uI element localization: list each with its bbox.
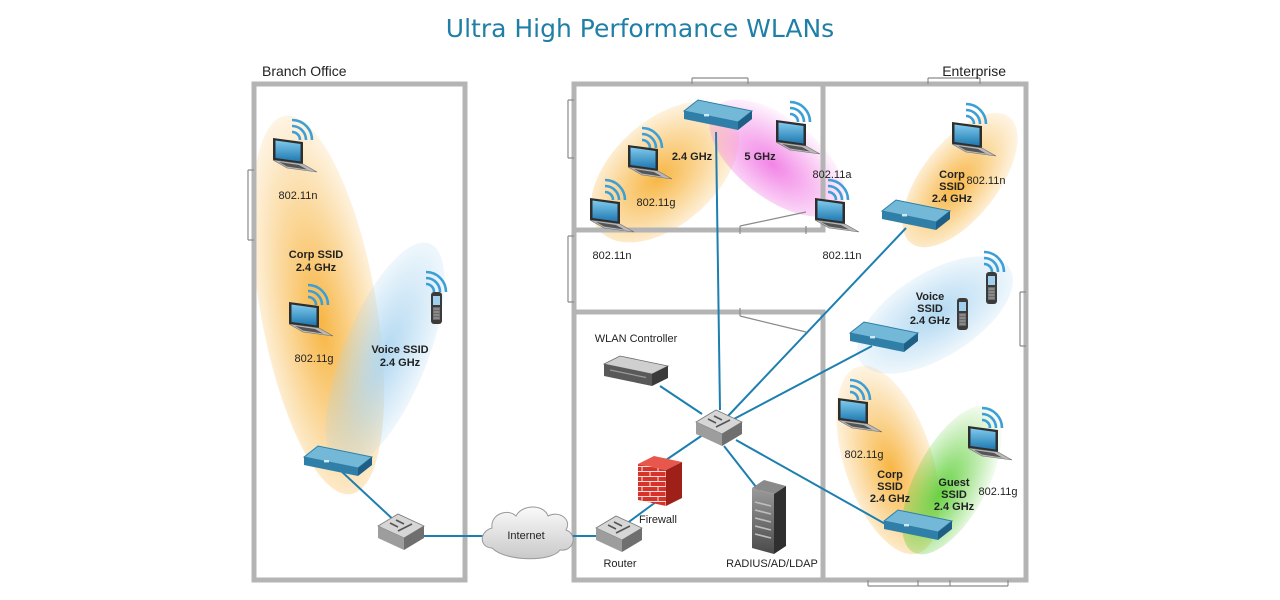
branch-corp-zone-band: 2.4 GHz <box>296 262 337 274</box>
radius-server-icon <box>752 480 786 554</box>
link-switch-to-top-ap <box>715 131 721 411</box>
voice-phone-icon <box>430 291 443 325</box>
branch-office-wall <box>251 81 468 583</box>
core-devices <box>481 355 786 560</box>
firewall-icon <box>638 456 682 506</box>
branch-laptop1-label: 802.11n <box>279 190 318 202</box>
top-5ghz-zone <box>709 99 845 217</box>
ent-corp-bottom-line1: Corp <box>877 469 903 481</box>
branch-voice-zone <box>325 242 445 468</box>
link-controller-to-switch <box>659 385 703 415</box>
voice-phone-icon <box>956 297 969 331</box>
link-branch-ap-to-router <box>339 469 399 525</box>
branch-laptop2-label: 802.11g <box>295 353 334 365</box>
top-24ghz-label: 2.4 GHz <box>672 151 713 163</box>
link-switch-to-ent-voice-ap <box>731 345 873 421</box>
diagram-title: Ultra High Performance WLANs <box>445 14 835 43</box>
labels: Branch Office Enterprise 802.11n 802.11g… <box>262 63 1017 570</box>
wlan-controller-label: WLAN Controller <box>595 333 678 345</box>
wifi-icon <box>788 100 812 124</box>
voice-phone-icon <box>985 271 998 305</box>
top-laptop-n-left-label: 802.11n <box>593 250 632 262</box>
ent-corp-top-line2: SSID <box>939 181 965 193</box>
top-laptop-a-label: 802.11a <box>813 169 853 181</box>
top-5ghz-label: 5 GHz <box>744 151 776 163</box>
top-24ghz-zone <box>590 101 740 243</box>
ent-guest-line3: 2.4 GHz <box>934 501 975 513</box>
router-label: Router <box>603 558 636 570</box>
top-laptop-g-label: 802.11g <box>637 197 676 209</box>
ent-laptop-n-label: 802.11n <box>967 175 1006 187</box>
radius-label: RADIUS/AD/LDAP <box>726 558 818 570</box>
wlan-controller-icon <box>602 355 670 386</box>
ent-corp-bottom-line2: SSID <box>877 481 903 493</box>
ent-voice-line1: Voice <box>916 291 945 303</box>
top-laptop-n-right-label: 802.11n <box>823 250 862 262</box>
ent-guest-line1: Guest <box>938 477 970 489</box>
ent-voice-line2: SSID <box>917 303 943 315</box>
router-icon <box>595 515 643 553</box>
link-switch-to-ent-top-ap <box>727 227 907 417</box>
internet-label: Internet <box>507 530 544 542</box>
link-switch-to-radius <box>723 445 761 493</box>
enterprise-label: Enterprise <box>942 63 1006 79</box>
ent-laptop-g-left-label: 802.11g <box>845 449 884 461</box>
internet-cloud-icon <box>481 506 574 560</box>
ent-corp-top-line3: 2.4 GHz <box>932 193 973 205</box>
branch-voice-zone-band: 2.4 GHz <box>380 357 421 369</box>
core-switch-icon <box>695 409 743 447</box>
link-switch-to-ent-bottom-ap <box>735 439 897 531</box>
ent-guest-line2: SSID <box>941 489 967 501</box>
branch-router-icon <box>377 513 425 551</box>
ent-corp-top-line1: Corp <box>939 169 965 181</box>
branch-voice-zone-label: Voice SSID <box>371 344 428 356</box>
door-markers <box>247 77 1026 587</box>
ent-corp-bottom-line3: 2.4 GHz <box>870 493 911 505</box>
firewall-label: Firewall <box>639 514 677 526</box>
ent-voice-line3: 2.4 GHz <box>910 315 951 327</box>
branch-office-label: Branch Office <box>262 63 347 79</box>
ent-laptop-g-right-label: 802.11g <box>979 486 1018 498</box>
top-room-wall <box>571 81 826 233</box>
enterprise-wall <box>820 81 1029 583</box>
branch-corp-zone-label: Corp SSID <box>289 249 343 261</box>
